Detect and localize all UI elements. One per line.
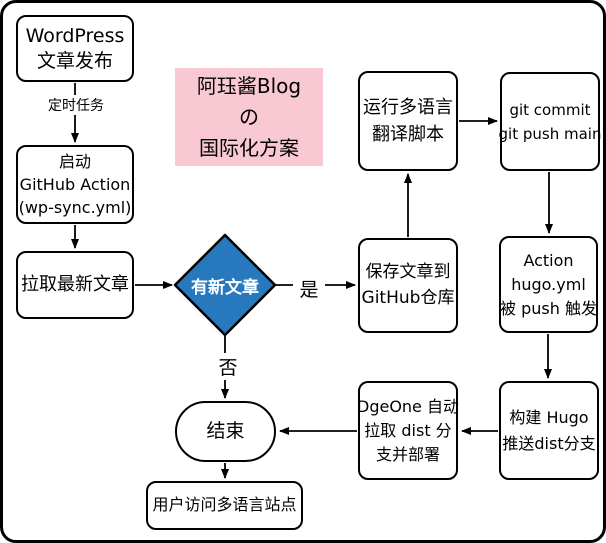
connector-layer (71, 83, 553, 479)
node-text: hugo.yml (511, 274, 586, 294)
node-text: (wp-sync.yml) (18, 198, 132, 218)
node-action-hugo-yml-triggered: Action hugo.yml 被 push 触发 (499, 236, 598, 333)
node-text: GitHub Action (19, 174, 131, 194)
node-run-translation-script: 运行多语言 翻译脚本 (358, 71, 458, 171)
node-dgeone-deploy: DgeOne 自动 拉取 dist 分 支并部署 (357, 381, 459, 480)
node-text: git push main (498, 124, 602, 143)
node-end-terminator: 结束 (175, 401, 276, 462)
node-text: DgeOne 自动 (357, 396, 459, 416)
node-text: 文章发布 (36, 49, 113, 72)
title-card: 阿珏酱Blog の 国际化方案 (175, 68, 323, 166)
title-line-3: 国际化方案 (199, 135, 299, 160)
node-text: 拉取最新文章 (21, 274, 129, 296)
node-wordpress-publish: WordPress 文章发布 (16, 15, 134, 82)
node-text: Action (523, 250, 574, 270)
node-text: git commit (509, 100, 591, 119)
edge-label-scheduled-task: 定时任务 (33, 95, 119, 115)
node-text: 启动 (58, 151, 91, 171)
title-line-1: 阿珏酱Blog (196, 73, 302, 98)
node-user-visit-site: 用户访问多语言站点 (146, 481, 303, 530)
node-text: 拉取 dist 分 (364, 420, 452, 440)
edge-label-no: 否 (211, 353, 245, 380)
node-text: 被 push 触发 (500, 298, 597, 318)
node-text: 支并部署 (375, 444, 440, 464)
node-text: 保存文章到 (365, 262, 451, 282)
node-save-to-github-repo: 保存文章到 GitHub仓库 (358, 238, 458, 333)
node-text: 构建 Hugo (509, 407, 589, 427)
title-line-2: の (239, 104, 259, 129)
node-text: GitHub仓库 (361, 287, 455, 308)
node-pull-latest-posts: 拉取最新文章 (16, 251, 134, 319)
node-text: 用户访问多语言站点 (152, 495, 297, 515)
node-text: 结束 (206, 420, 245, 443)
edge-label-yes: 是 (293, 275, 325, 302)
node-start-github-action: 启动 GitHub Action (wp-sync.yml) (16, 145, 134, 224)
node-text: 运行多语言 (363, 97, 453, 118)
node-text: 翻译脚本 (372, 124, 444, 145)
node-text: 推送dist分支 (502, 433, 596, 453)
node-build-hugo-push-dist: 构建 Hugo 推送dist分支 (499, 381, 599, 480)
decision-diamond-shape (173, 233, 277, 337)
node-git-commit-push: git commit git push main (498, 72, 602, 171)
node-text: WordPress (25, 24, 125, 47)
decision-new-posts-label: 有新文章 (191, 278, 259, 298)
